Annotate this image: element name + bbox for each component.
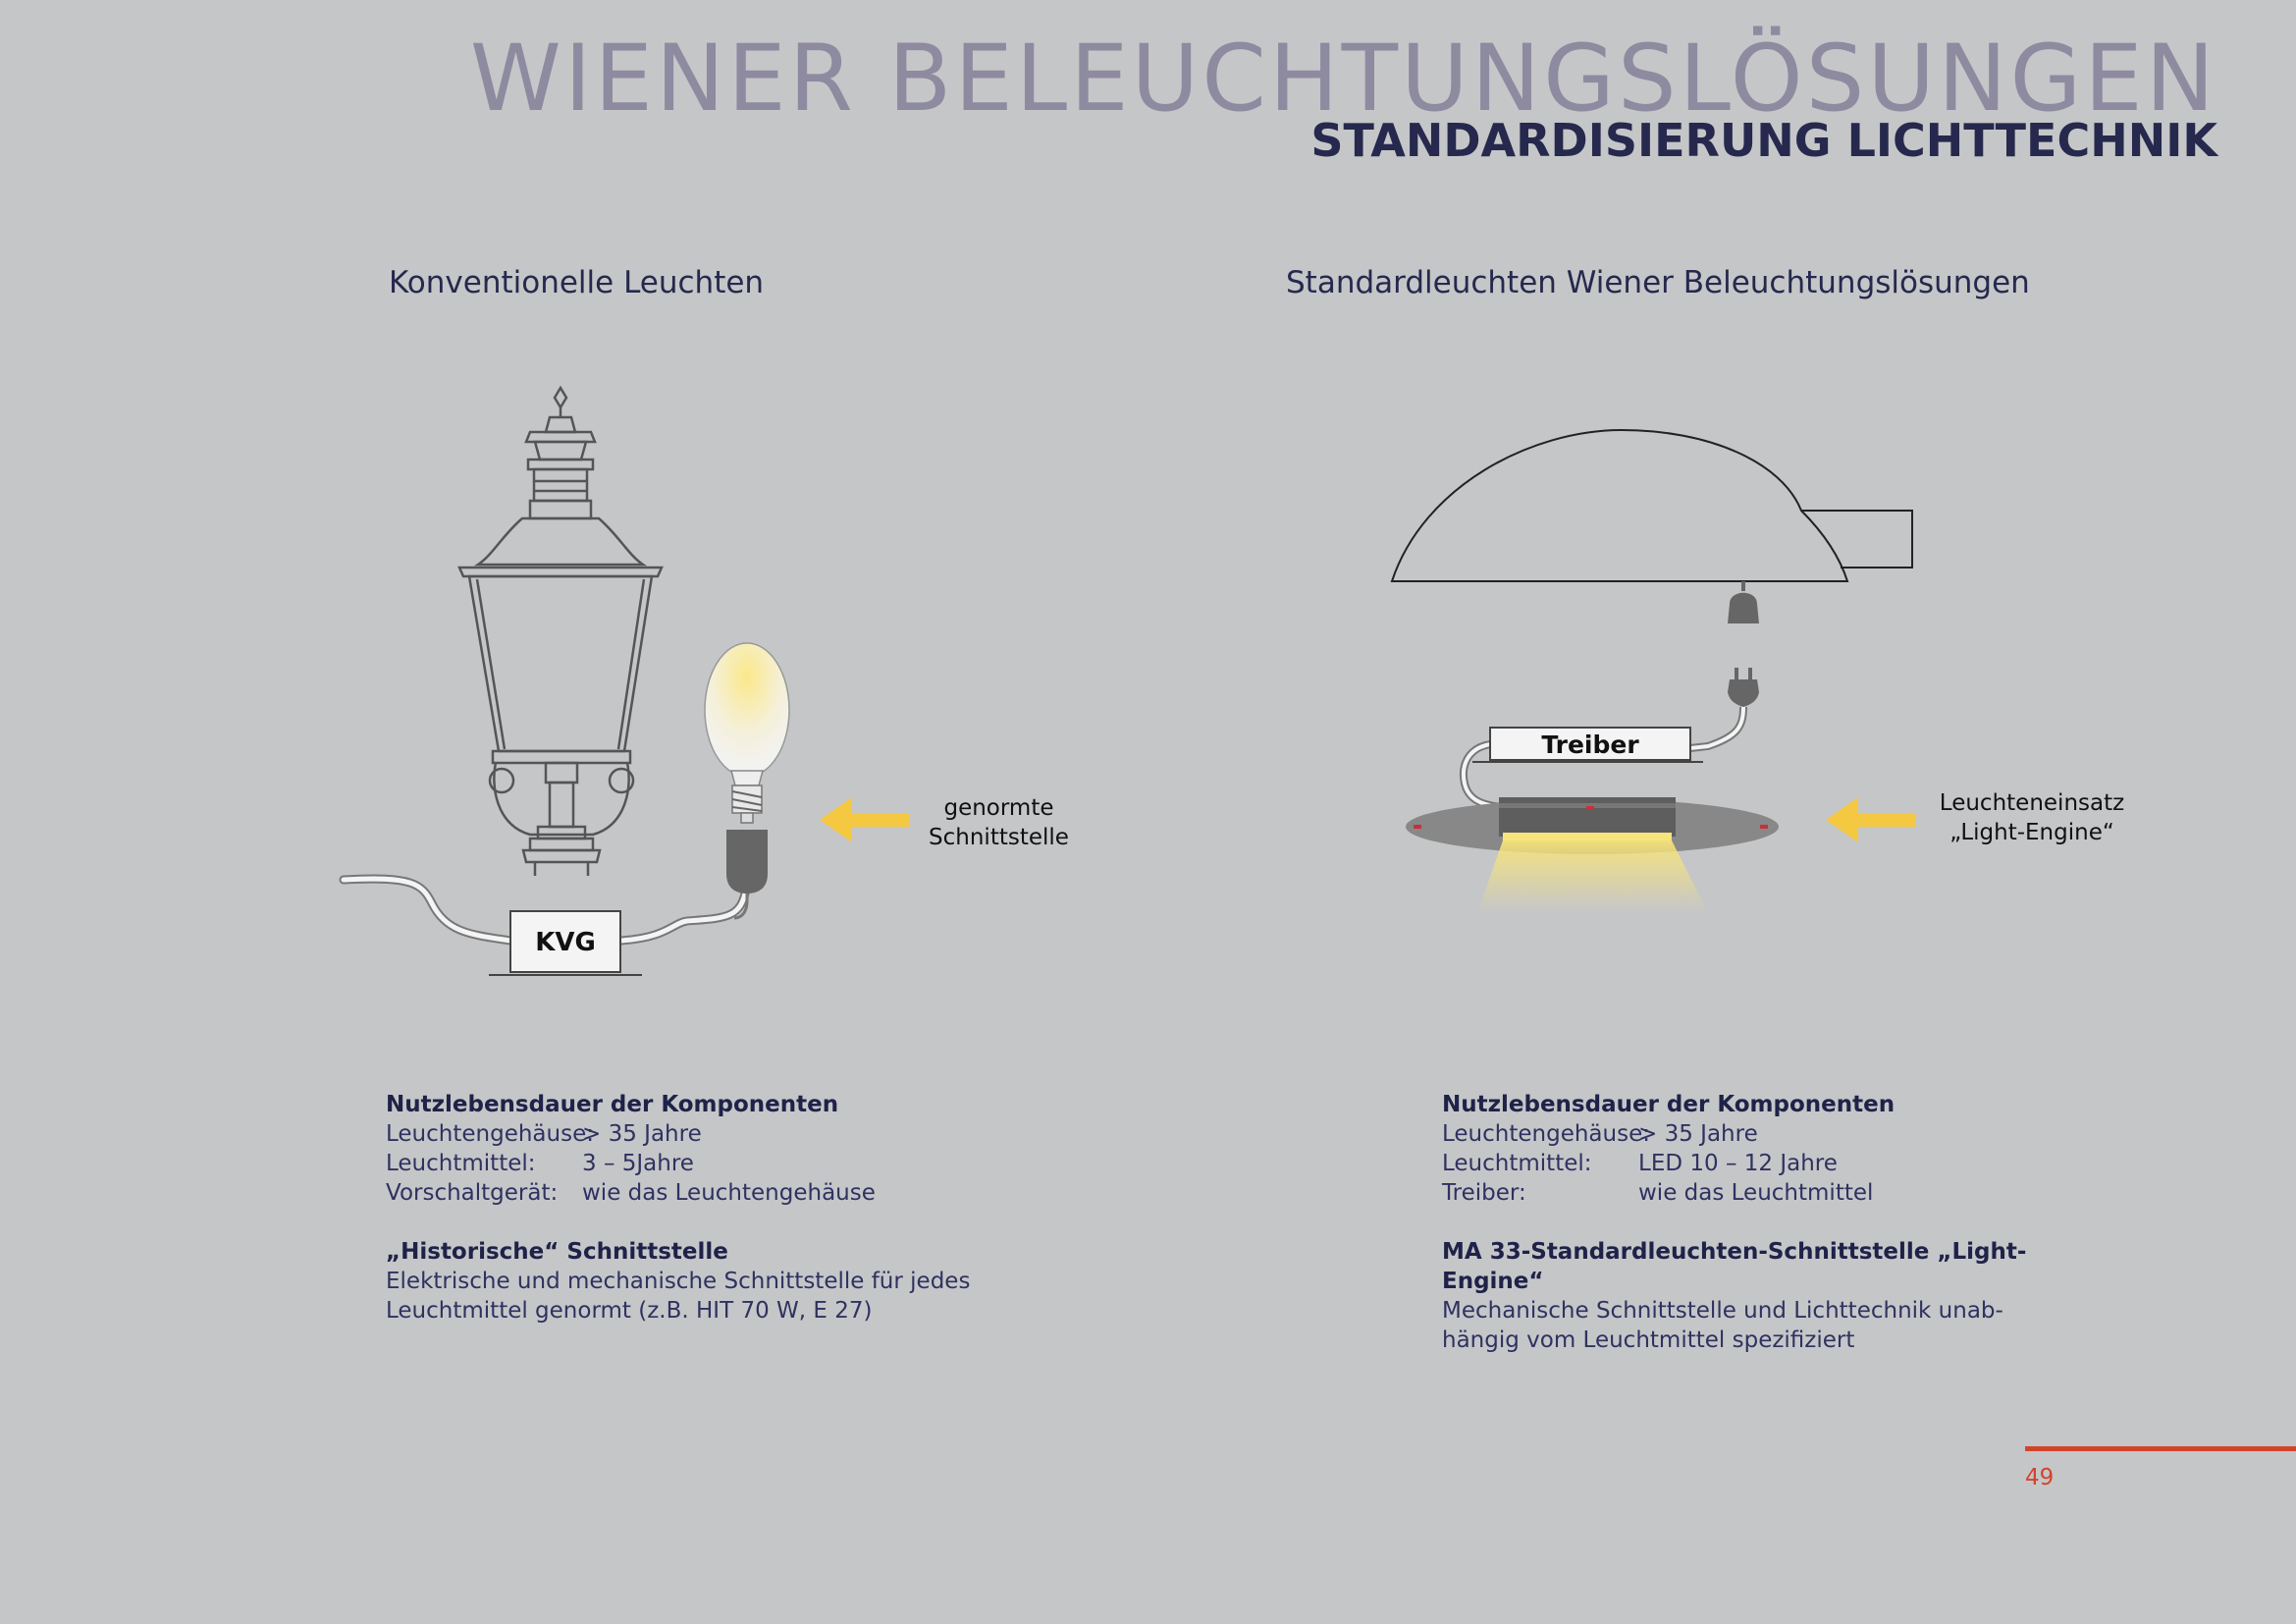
lifetime-title: Nutzlebensdauer der Komponenten xyxy=(1442,1092,1896,1117)
lifetime-key: Vorschaltgerät: xyxy=(386,1180,559,1206)
treiber-box xyxy=(1489,727,1691,761)
lifetime-key: Leuchtmittel: xyxy=(386,1151,536,1176)
lifetime-row: Leuchtengehäuse: > 35 Jahre xyxy=(386,1119,994,1149)
text-block-conventional: Nutzlebensdauer der Komponenten Leuchten… xyxy=(386,1090,994,1326)
lifetime-value: wie das Leuchtengehäuse xyxy=(582,1180,876,1206)
kvg-box xyxy=(509,910,621,973)
heading-conventional: Konventionelle Leuchten xyxy=(389,265,765,300)
lifetime-row: Leuchtmittel: LED 10 – 12 Jahre xyxy=(1442,1149,2051,1178)
lifetime-value: > 35 Jahre xyxy=(582,1121,702,1147)
kvg-label: KVG xyxy=(535,928,596,957)
callout-light-engine: Leuchteneinsatz „Light-Engine“ xyxy=(1924,788,2140,847)
arrow-right-icon xyxy=(1826,797,1915,842)
interface-text: Leuchtmittel genormt (z.B. HIT 70 W, E 2… xyxy=(386,1298,873,1324)
callout-interface: genormte Schnittstelle xyxy=(923,793,1075,852)
lifetime-key: Treiber: xyxy=(1442,1180,1526,1206)
lifetime-row: Leuchtengehäuse: > 35 Jahre xyxy=(1442,1119,2051,1149)
luminaire-illustration xyxy=(1390,428,1913,582)
page-title: WIENER BELEUCHTUNGSLÖSUNGEN xyxy=(469,26,2217,133)
callout-line: genormte xyxy=(943,795,1054,821)
callout-line: „Light-Engine“ xyxy=(1949,820,2114,845)
lifetime-row: Vorschaltgerät: wie das Leuchtengehäuse xyxy=(386,1178,994,1208)
interface-text: Elektrische und mechanische Schnittstell… xyxy=(386,1269,971,1294)
lifetime-title: Nutzlebensdauer der Komponenten xyxy=(386,1092,839,1117)
lifetime-value: LED 10 – 12 Jahre xyxy=(1638,1151,1838,1176)
lifetime-value: > 35 Jahre xyxy=(1638,1121,1758,1147)
callout-line: Schnittstelle xyxy=(929,825,1069,850)
plug-icon xyxy=(1728,668,1759,707)
arrow-left-icon xyxy=(820,797,909,842)
page-rule xyxy=(2025,1446,2296,1451)
callout-line: Leuchteneinsatz xyxy=(1939,790,2125,816)
text-block-standard: Nutzlebensdauer der Komponenten Leuchten… xyxy=(1442,1090,2051,1355)
lifetime-value: 3 – 5Jahre xyxy=(582,1151,694,1176)
interface-text: hängig vom Leuchtmittel spezifiziert xyxy=(1442,1327,1855,1353)
lifetime-row: Treiber: wie das Leuchtmittel xyxy=(1442,1178,2051,1208)
lifetime-key: Leuchtengehäuse: xyxy=(386,1121,594,1147)
interface-title: MA 33-Standardleuchten-Schnittstelle „Li… xyxy=(1442,1239,2027,1294)
lifetime-value: wie das Leuchtmittel xyxy=(1638,1180,1874,1206)
lifetime-row: Leuchtmittel: 3 – 5Jahre xyxy=(386,1149,994,1178)
interface-text: Mechanische Schnittstelle und Lichttechn… xyxy=(1442,1298,2003,1324)
plug-socket-icon xyxy=(1728,581,1759,623)
lifetime-key: Leuchtmittel: xyxy=(1442,1151,1592,1176)
heading-standard: Standardleuchten Wiener Beleuchtungslösu… xyxy=(1286,265,2030,300)
treiber-label: Treiber xyxy=(1541,731,1639,759)
lantern-illustration xyxy=(457,385,664,876)
page-subtitle: STANDARDISIERUNG LICHTTECHNIK xyxy=(1310,114,2217,167)
interface-title: „Historische“ Schnittstelle xyxy=(386,1239,728,1265)
lifetime-key: Leuchtengehäuse: xyxy=(1442,1121,1650,1147)
bulb-icon xyxy=(704,642,790,920)
light-engine xyxy=(1406,797,1779,913)
page-number: 49 xyxy=(2025,1465,2055,1490)
